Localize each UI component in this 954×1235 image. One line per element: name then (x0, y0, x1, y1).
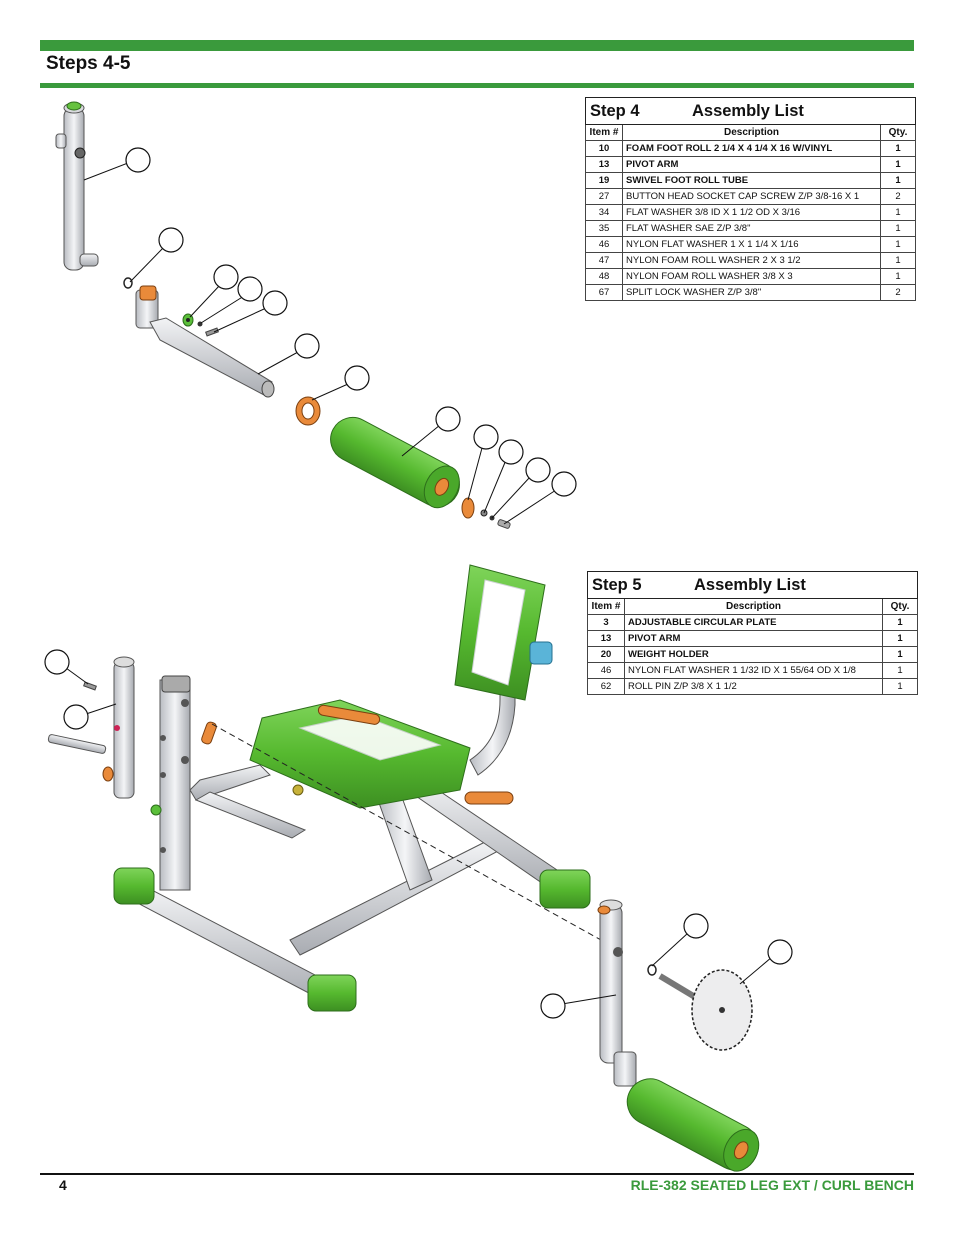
step4-drawing (55, 101, 511, 529)
item-description: NYLON FLAT WASHER 1 X 1 1/4 X 1/16 (622, 236, 881, 253)
step5-column-headers: Item # Description Qty. (587, 598, 918, 615)
item-qty: 1 (882, 614, 918, 631)
step4-list-label: Assembly List (691, 101, 804, 120)
item-number: 13 (587, 630, 625, 647)
item-qty: 1 (880, 268, 916, 285)
item-qty: 1 (880, 236, 916, 253)
item-description: BUTTON HEAD SOCKET CAP SCREW Z/P 3/8-16 … (622, 188, 881, 205)
page-number: 4 (59, 1177, 67, 1193)
item-description: FLAT WASHER 3/8 ID X 1 1/2 OD X 3/16 (622, 204, 881, 221)
item-qty: 1 (880, 156, 916, 173)
item-number: 48 (585, 268, 623, 285)
item-description: NYLON FLAT WASHER 1 1/32 ID X 1 55/64 OD… (624, 662, 883, 679)
col-qty: Qty. (882, 598, 918, 615)
item-description: SPLIT LOCK WASHER Z/P 3/8" (622, 284, 881, 301)
footer-rule (40, 1173, 914, 1175)
item-description: PIVOT ARM (624, 630, 883, 647)
step4-table-header: Step 4 Assembly List (585, 97, 916, 125)
item-qty: 1 (880, 204, 916, 221)
product-title: RLE-382 SEATED LEG EXT / CURL BENCH (630, 1177, 914, 1193)
header-bar-bottom (40, 83, 914, 88)
col-description: Description (622, 124, 881, 141)
item-number: 13 (585, 156, 623, 173)
item-number: 20 (587, 646, 625, 663)
item-qty: 1 (880, 140, 916, 157)
step4-callouts (83, 147, 577, 525)
item-description: NYLON FOAM ROLL WASHER 3/8 X 3 (622, 268, 881, 285)
step5-label: Step 5 (592, 575, 642, 594)
col-qty: Qty. (880, 124, 916, 141)
item-qty: 2 (880, 188, 916, 205)
page-title: Steps 4-5 (46, 53, 131, 74)
item-qty: 1 (882, 630, 918, 647)
item-number: 47 (585, 252, 623, 269)
item-number: 46 (585, 236, 623, 253)
step5-assembly-table: Step 5 Assembly List Item # Description … (587, 571, 918, 695)
step5-drawing (47, 564, 760, 1172)
item-qty: 1 (882, 678, 918, 695)
item-description: FLAT WASHER SAE Z/P 3/8" (622, 220, 881, 237)
step5-table-header: Step 5 Assembly List (587, 571, 918, 599)
item-description: PIVOT ARM (622, 156, 881, 173)
col-item: Item # (585, 124, 623, 141)
item-number: 67 (585, 284, 623, 301)
step4-column-headers: Item # Description Qty. (585, 124, 916, 141)
item-number: 10 (585, 140, 623, 157)
item-qty: 1 (880, 252, 916, 269)
header-bar-top (40, 40, 914, 51)
step5-callouts (44, 649, 793, 1019)
item-qty: 2 (880, 284, 916, 301)
item-description: WEIGHT HOLDER (624, 646, 883, 663)
item-qty: 1 (880, 220, 916, 237)
col-description: Description (624, 598, 883, 615)
step4-assembly-table: Step 4 Assembly List Item # Description … (585, 97, 916, 301)
item-number: 35 (585, 220, 623, 237)
item-number: 27 (585, 188, 623, 205)
item-number: 34 (585, 204, 623, 221)
item-description: NYLON FOAM ROLL WASHER 2 X 3 1/2 (622, 252, 881, 269)
item-description: ROLL PIN Z/P 3/8 X 1 1/2 (624, 678, 883, 695)
item-description: ADJUSTABLE CIRCULAR PLATE (624, 614, 883, 631)
step5-list-label: Assembly List (693, 575, 806, 594)
item-number: 62 (587, 678, 625, 695)
item-qty: 1 (880, 172, 916, 189)
item-number: 19 (585, 172, 623, 189)
item-description: SWIVEL FOOT ROLL TUBE (622, 172, 881, 189)
item-number: 46 (587, 662, 625, 679)
item-number: 3 (587, 614, 625, 631)
col-item: Item # (587, 598, 625, 615)
item-qty: 1 (882, 662, 918, 679)
item-description: FOAM FOOT ROLL 2 1/4 X 4 1/4 X 16 W/VINY… (622, 140, 881, 157)
item-qty: 1 (882, 646, 918, 663)
step4-label: Step 4 (590, 101, 640, 120)
